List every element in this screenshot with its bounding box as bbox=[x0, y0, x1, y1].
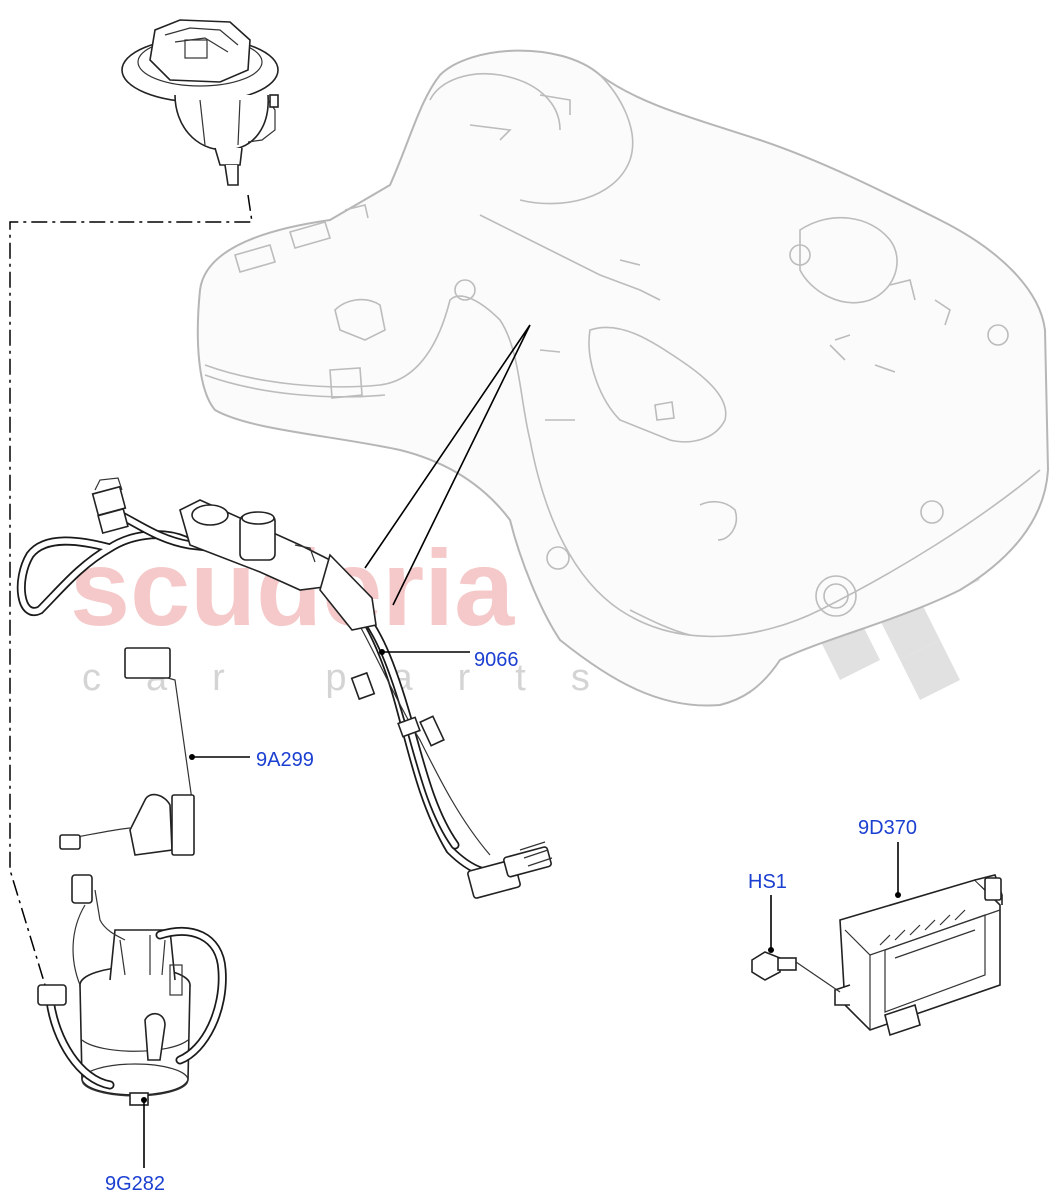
label-hs1[interactable]: HS1 bbox=[748, 871, 787, 893]
pump-flange-assembly bbox=[121, 19, 279, 186]
fuel-line-harness bbox=[16, 477, 553, 899]
label-9a299[interactable]: 9A299 bbox=[256, 749, 314, 771]
fuel-pump-assembly bbox=[37, 874, 227, 1106]
label-9066[interactable]: 9066 bbox=[474, 649, 519, 671]
sender-unit bbox=[59, 647, 195, 856]
callout-leaders bbox=[141, 324, 901, 1168]
fuel-tank-outline bbox=[196, 49, 1050, 707]
phantom-line bbox=[9, 194, 253, 986]
control-module bbox=[834, 874, 1003, 1037]
label-9d370[interactable]: 9D370 bbox=[858, 817, 917, 839]
screw bbox=[751, 951, 841, 993]
label-9g282[interactable]: 9G282 bbox=[105, 1173, 165, 1195]
part-labels: 9066 9A299 9D370 HS1 9G282 bbox=[105, 649, 917, 1195]
